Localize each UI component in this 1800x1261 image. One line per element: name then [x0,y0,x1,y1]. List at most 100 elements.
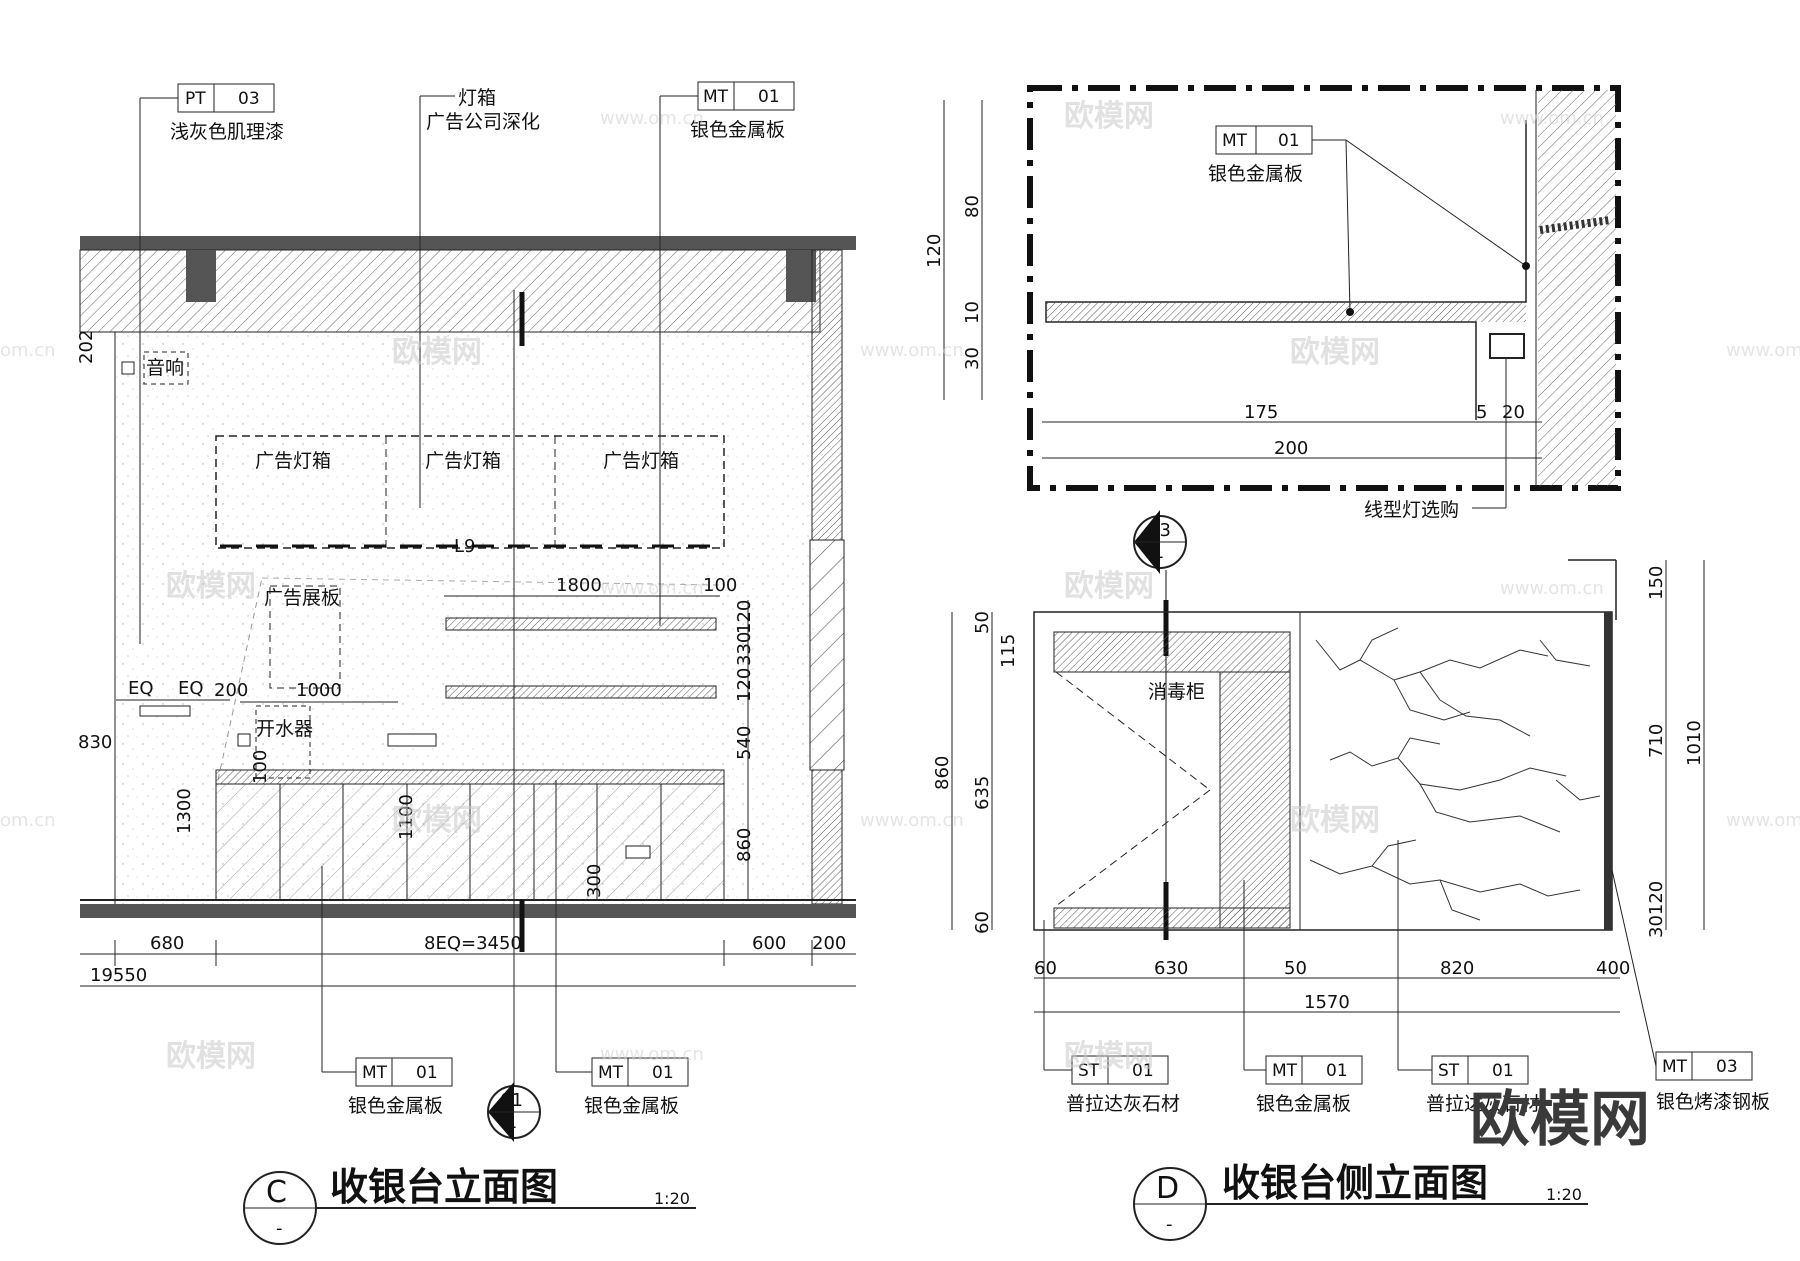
detail-shelf-hatch [1046,302,1526,322]
ceiling-slab [80,236,856,250]
watermark-3: 欧模网 [1290,335,1380,370]
detail-frame [1027,85,1621,491]
detail-tag-mt01-num: 01 [1278,131,1300,151]
cabinet-side-panel [1219,671,1291,929]
side-dim-1570: 1570 [1304,992,1350,1013]
dim-100: 100 [703,575,737,596]
cabinet-top [1053,631,1291,673]
shelf-upper [445,617,717,631]
lightbox-label-3: 广告灯箱 [603,450,679,472]
detail-note: 线型灯选购 [1364,499,1459,521]
side-dim-50a: 50 [972,611,993,634]
watermark-url-8: www.om.cn [1726,810,1800,831]
side-dim-635: 635 [972,776,993,810]
side-dim-710: 710 [1646,724,1667,758]
detail-tag-mt01 [1215,125,1313,155]
detail-leader-2 [1345,139,1527,267]
section-marker-01-sub: - [510,1116,517,1137]
cabinet-door-diag-1 [1055,671,1211,791]
dim-19550: 19550 [90,965,147,986]
scale-c: 1:20 [654,1189,690,1208]
side-dim-820: 820 [1440,958,1474,979]
title-d: 收银台侧立面图 [1222,1161,1488,1205]
detail-light [1489,333,1525,359]
detail-wall-hatch [1538,90,1616,486]
tag-mt01-b2-code: MT [598,1063,624,1083]
side-tag-st01b-num: 01 [1492,1061,1514,1081]
side-dim-50b: 50 [1284,958,1307,979]
side-tag-mt03 [1655,1051,1753,1081]
side-callout-4-text: 银色烤漆钢板 [1656,1091,1770,1113]
tag-mt01-b2-num: 01 [652,1063,674,1083]
side-callout-3-text: 普拉达灰石材 [1426,1093,1540,1115]
speaker-box [143,351,189,385]
dim-1000: 1000 [296,680,342,701]
side-tag-st01a [1071,1055,1169,1085]
detail-marker-03-num: 03 [1148,520,1171,541]
section-marker-01-num: 01 [500,1090,523,1111]
dim-100v: 100 [250,750,271,784]
side-tag-mt01-code: MT [1272,1061,1298,1081]
watermark-9: 欧模网 [1064,1039,1154,1074]
side-dim-630: 630 [1154,958,1188,979]
watermark-6: 欧模网 [392,803,482,838]
side-right-strip [1604,612,1612,930]
title-marker-c-letter: C [266,1175,287,1210]
title-c: 收银台立面图 [330,1165,558,1209]
scale-d: 1:20 [1546,1185,1582,1204]
title-marker-c-sub: - [276,1218,283,1239]
dim-202: 202 [76,330,97,364]
callout-mt01-b1-text: 银色金属板 [348,1095,443,1117]
detail-03: 120 80 10 30 175 5 20 200 MT 01 银色金属板 线型… [924,85,1621,940]
detail-dim-200: 200 [1274,438,1308,459]
water-heater-box [255,705,311,779]
detail-leader-3 [1345,139,1351,313]
watermark-url-5: www.om.cn [600,578,704,599]
callout-pt03-text: 浅灰色肌理漆 [170,121,284,143]
side-dim-860: 860 [932,756,953,790]
callout-lightbox-2: 广告公司深化 [426,111,540,133]
watermark-1: 欧模网 [392,335,482,370]
cabinet-label: 消毒柜 [1148,681,1205,703]
watermark-7: 欧模网 [1290,803,1380,838]
tag-mt01-b1-num: 01 [416,1063,438,1083]
beam-right [786,250,816,302]
detail-dim-10: 10 [962,301,983,324]
dim-680: 680 [150,933,184,954]
tag-mt01-b1 [355,1057,453,1087]
water-heater-icon [237,733,251,747]
speaker-label: 音响 [146,357,184,379]
marble-panel [1309,627,1601,921]
detail-callout-text: 银色金属板 [1208,163,1303,185]
detail-leader-dot-1 [1522,262,1530,270]
speaker-icon [121,361,135,375]
dim-1800: 1800 [556,575,602,596]
dim-8eq: 8EQ=3450 [424,933,522,954]
side-tag-st01b [1431,1055,1529,1085]
cabinet-door-diag-2 [1055,789,1211,907]
side-tag-mt01 [1265,1055,1363,1085]
dim-200a: 200 [214,680,248,701]
tag-pt03-code: PT [185,89,206,109]
outlet-counter [625,845,651,859]
watermark-url-2: www.om.cn [1500,108,1604,129]
side-tag-st01a-code: ST [1078,1061,1100,1081]
display-board [269,585,341,689]
watermark-4: 欧模网 [166,569,256,604]
elevation-d: 消毒柜 50 115 860 635 60 150 710 1010 30120… [932,559,1770,1241]
side-dim-115: 115 [998,634,1019,668]
watermark-url-3: www.om.cn [860,340,964,361]
watermark-url-10: om.cn [0,340,56,361]
watermark-url-4: www.om.cn [1726,340,1800,361]
side-dim-1010: 1010 [1684,720,1705,766]
watermark-url-1: www.om.cn [600,108,704,129]
detail-tag-mt01-code: MT [1222,131,1248,151]
title-marker-d-sub: - [1166,1214,1173,1235]
switch-panel [139,705,191,717]
side-dim-400: 400 [1596,958,1630,979]
tag-mt01-b1-code: MT [362,1063,388,1083]
dim-1300: 1300 [174,788,195,834]
title-marker-d-letter: D [1156,1171,1179,1206]
dim-120b: 120 [734,668,755,702]
